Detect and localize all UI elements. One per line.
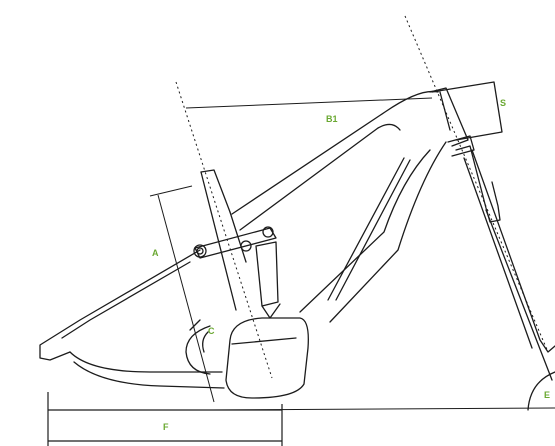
front-wheel-arc xyxy=(527,371,555,411)
chainstay-dimension xyxy=(47,392,283,446)
label-e: E xyxy=(544,390,550,400)
head-tube xyxy=(429,87,469,147)
rocker-link xyxy=(194,227,277,259)
fork-crown xyxy=(447,135,475,157)
seat-stay xyxy=(39,249,201,361)
label-b1: B1 xyxy=(326,114,338,124)
top-tube xyxy=(231,90,439,215)
reach-line-b1 xyxy=(185,97,433,109)
seat-tube-axis xyxy=(175,81,273,379)
label-a: A xyxy=(152,248,159,258)
bike-frame xyxy=(39,87,469,399)
down-tube xyxy=(329,141,447,323)
seat-tube-length-dimension xyxy=(149,185,215,403)
construction-lines xyxy=(175,15,549,379)
motor-housing xyxy=(225,317,309,399)
label-f: F xyxy=(163,422,169,432)
chain-stay xyxy=(69,351,223,373)
label-s: S xyxy=(500,98,506,108)
label-c: C xyxy=(208,326,215,336)
fork-assembly xyxy=(431,81,555,411)
seat-tube xyxy=(200,169,231,213)
chainring xyxy=(185,325,211,375)
rear-shock xyxy=(255,241,279,307)
stem xyxy=(431,81,503,141)
dimension-labels: A B1 C E F S xyxy=(152,98,550,432)
head-tube-axis xyxy=(404,15,549,353)
fork-lower xyxy=(485,209,553,381)
